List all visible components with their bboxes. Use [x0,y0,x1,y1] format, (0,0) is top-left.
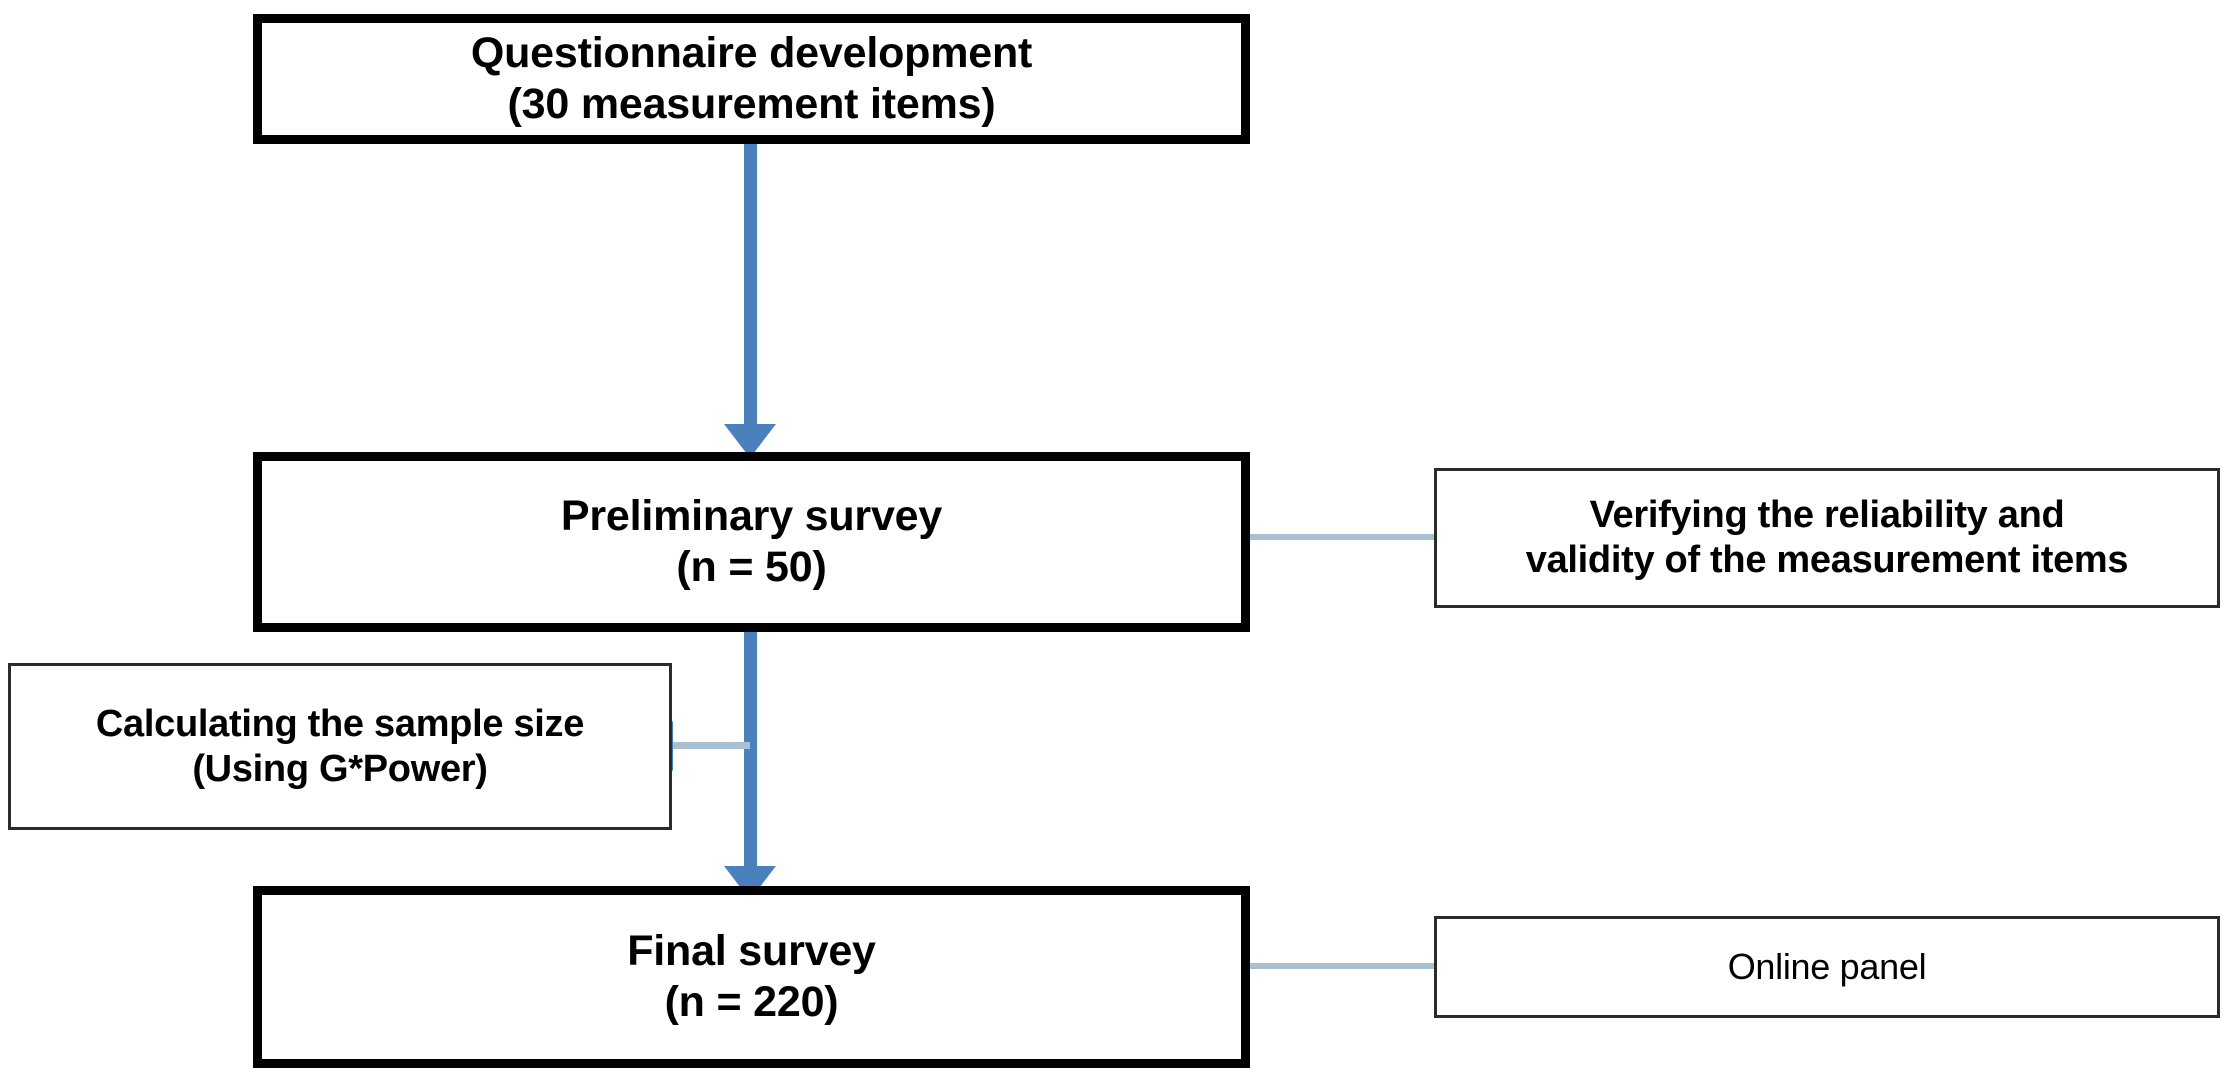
node-online-panel[interactable]: Online panel [1434,916,2220,1018]
node-verifying-reliability-validity-label: Verifying the reliability and validity o… [1525,494,2129,581]
edge-final-to-online-panel-line [1248,963,1438,969]
edge-preliminary-to-verifying-line [1248,534,1438,540]
node-questionnaire-development-label: Questionnaire development (30 measuremen… [470,29,1033,128]
node-calculating-sample-size[interactable]: Calculating the sample size (Using G*Pow… [8,663,672,830]
node-questionnaire-development[interactable]: Questionnaire development (30 measuremen… [253,14,1250,144]
node-verifying-reliability-validity[interactable]: Verifying the reliability and validity o… [1434,468,2220,608]
edge-preliminary-to-calculating-line [672,742,750,749]
node-calculating-sample-size-label: Calculating the sample size (Using G*Pow… [95,702,585,790]
node-final-survey-label: Final survey (n = 220) [627,927,876,1026]
node-preliminary-survey[interactable]: Preliminary survey (n = 50) [253,452,1250,632]
node-final-survey[interactable]: Final survey (n = 220) [253,886,1250,1068]
edge-preliminary-to-final-line [744,630,757,890]
node-preliminary-survey-label: Preliminary survey (n = 50) [560,492,943,591]
edge-questionnaire-to-preliminary-line [744,142,757,438]
node-online-panel-label: Online panel [1727,945,1927,987]
